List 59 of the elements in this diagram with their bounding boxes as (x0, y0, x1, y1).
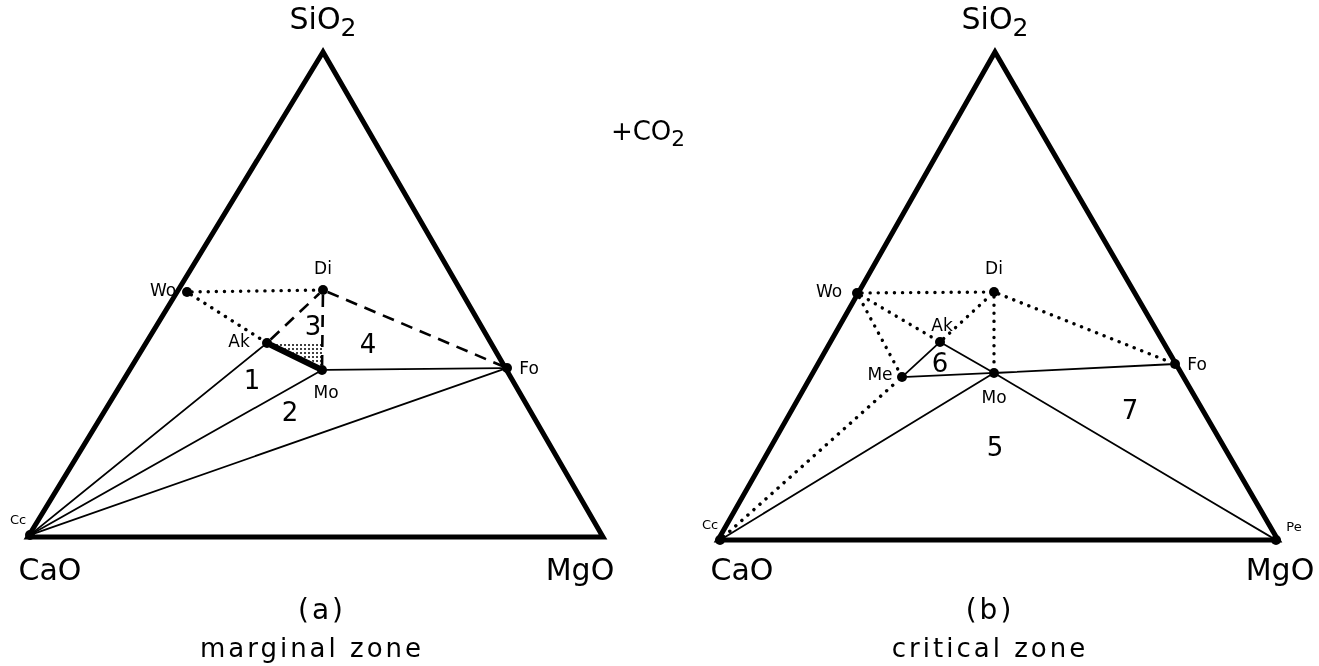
phase-point (935, 337, 945, 347)
tie-line (943, 343, 991, 372)
mineral-label: Mo (313, 383, 339, 401)
tie-line (33, 371, 319, 534)
tie-line (906, 372, 990, 378)
panel-caption: marginal zone (199, 635, 425, 661)
phase-point (989, 368, 999, 378)
phase-point (989, 287, 999, 297)
field-number: 6 (931, 350, 949, 376)
component-label: CaO (18, 555, 82, 585)
dashed-tie-line (269, 292, 321, 341)
tie-line (904, 344, 938, 375)
tie-line (268, 342, 321, 371)
mineral-label: Di (314, 259, 332, 277)
component-label: SiO$_{2}$ (289, 4, 357, 40)
mineral-label: Mo (981, 388, 1007, 406)
mineral-label: Cc (701, 517, 719, 531)
phase-point (182, 287, 192, 297)
tie-line (33, 368, 504, 535)
tie-line (326, 367, 503, 371)
mineral-label: Cc (9, 512, 27, 526)
mineral-label: Me (867, 365, 893, 383)
component-label: +CO$_{2}$ (610, 118, 686, 150)
field-number: 4 (359, 331, 377, 357)
phase-point (318, 285, 328, 295)
tie-line (998, 363, 1171, 374)
phase-point (1271, 535, 1281, 545)
field-number: 2 (281, 399, 299, 425)
mineral-label: Ak (931, 316, 953, 334)
tie-line (33, 345, 264, 533)
dashed-tie-line (327, 290, 503, 368)
mineral-label: Wo (149, 281, 177, 299)
mineral-label: Fo (1187, 355, 1207, 373)
phase-point (25, 530, 35, 540)
component-label: MgO (545, 555, 615, 585)
mineral-label: Wo (815, 282, 843, 300)
mineral-label: Fo (519, 359, 539, 377)
field-number: 3 (304, 313, 322, 339)
field-number: 1 (243, 367, 261, 393)
mineral-label: Ak (228, 332, 250, 350)
panel-label: (a) (298, 596, 346, 624)
phase-point (897, 372, 907, 382)
component-label: MgO (1245, 555, 1315, 585)
phase-point (317, 365, 327, 375)
panel-caption: critical zone (891, 635, 1089, 661)
component-label: CaO (710, 555, 774, 585)
panel-label: (b) (965, 596, 1015, 624)
component-label: SiO$_{2}$ (961, 4, 1029, 40)
field-number: 7 (1121, 397, 1139, 423)
phase-point (715, 535, 725, 545)
mineral-label: Di (985, 259, 1003, 277)
field-number: 5 (986, 434, 1004, 460)
dashed-tie-line (320, 295, 325, 365)
phase-point (1170, 359, 1180, 369)
phase-point (262, 338, 272, 348)
phase-point (502, 363, 512, 373)
phase-point (852, 288, 862, 298)
mineral-label: Pe (1286, 519, 1302, 533)
tie-line (723, 374, 991, 539)
